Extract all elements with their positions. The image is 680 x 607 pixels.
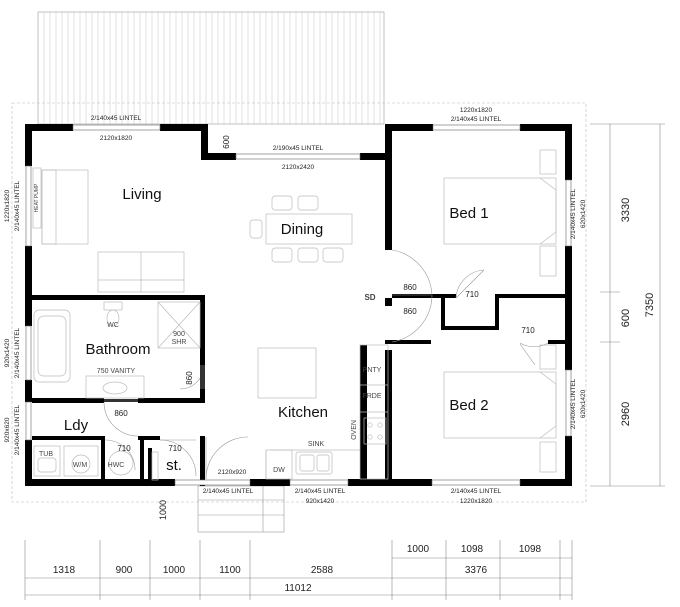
room-label-store: st. — [166, 457, 182, 474]
room-label-laundry: Ldy — [64, 417, 89, 434]
bottom-lintel-mid: 2/140x45 LINTEL — [295, 488, 346, 495]
left-lintel-2: 2/140x45 LINTEL — [14, 327, 21, 378]
room-label-kitchen: Kitchen — [278, 404, 328, 421]
dim-right-overall: 7350 — [644, 293, 656, 317]
bottom-lintel-right: 2/140x45 LINTEL — [451, 488, 502, 495]
right-window-1: 620x1420 — [580, 199, 587, 228]
wc-label: WC — [107, 322, 119, 329]
left-window-1: 1220x1820 — [4, 190, 11, 223]
dishwasher-label: DW — [273, 467, 285, 474]
hot-water-cylinder-label: HWC — [108, 462, 125, 469]
top-window-right: 1220x1820 — [460, 107, 493, 114]
walls — [25, 124, 572, 486]
dim-bottom-1: 1318 — [53, 565, 76, 576]
tub-label: TUB — [39, 451, 53, 458]
top-lintel-left: 2/140x45 LINTEL — [91, 115, 142, 122]
door-860-bath: 860 — [185, 371, 194, 385]
sink-label: SINK — [308, 441, 325, 448]
dim-bottom-6: 3376 — [465, 565, 488, 576]
sliding-door-label: SD — [364, 293, 375, 302]
top-window-left: 2120x1820 — [100, 135, 133, 142]
step-1000: 1000 — [158, 500, 168, 520]
dim-overall-width: 11012 — [284, 583, 312, 594]
bottom-window-right: 1220x1820 — [460, 498, 493, 505]
left-lintel-3: 2/140x45 LINTEL — [14, 404, 21, 455]
dim-upper-3: 1098 — [519, 544, 542, 555]
bottom-door: 2120x920 — [218, 469, 247, 476]
dim-bottom-3: 1000 — [163, 565, 186, 576]
dim-right-3: 2960 — [620, 402, 632, 426]
roof-outline — [11, 102, 587, 503]
door-860-b: 860 — [403, 307, 417, 316]
dim-bottom-2: 900 — [116, 565, 133, 576]
right-lintel-1: 2/140x45 LINTEL — [570, 188, 577, 239]
fridge-label: FRDE — [362, 393, 381, 400]
room-label-bathroom: Bathroom — [85, 341, 150, 358]
shower-label-1: 900 — [173, 331, 185, 338]
room-labels: Living Dining Bed 1 Bed 2 Bathroom Kitch… — [64, 186, 489, 474]
entry-steps — [197, 485, 285, 533]
top-600: 600 — [222, 135, 231, 149]
room-label-dining: Dining — [281, 221, 324, 238]
pantry-label: PNTY — [363, 367, 382, 374]
dim-bottom-5: 2588 — [311, 565, 334, 576]
vanity-label: 750 VANITY — [97, 368, 136, 375]
dim-right-2: 600 — [620, 309, 632, 327]
dim-upper-2: 1098 — [461, 544, 484, 555]
dim-upper-1: 1000 — [407, 544, 430, 555]
door-710-d: 710 — [168, 444, 182, 453]
room-label-living: Living — [122, 186, 161, 203]
deck — [37, 11, 385, 125]
room-label-bed1: Bed 1 — [449, 205, 488, 222]
shower-label-2: SHR — [172, 339, 187, 346]
windows — [25, 124, 572, 486]
oven-label: OVEN — [351, 420, 358, 440]
bottom-lintel-left: 2/140x45 LINTEL — [203, 488, 254, 495]
bottom-window-mid: 920x1420 — [306, 498, 335, 505]
left-window-3: 920x620 — [4, 417, 11, 442]
dim-right-1: 3330 — [620, 198, 632, 222]
top-window-mid: 2120x2420 — [282, 164, 315, 171]
dim-bottom-4: 1100 — [219, 565, 241, 576]
room-label-bed2: Bed 2 — [449, 397, 488, 414]
door-710-b: 710 — [521, 326, 535, 335]
opening-labels: 2/140x45 LINTEL 2120x1820 2/190x45 LINTE… — [4, 107, 587, 520]
left-window-2: 920x1420 — [4, 338, 11, 367]
dimension-lines — [24, 123, 665, 600]
heat-pump-label: HEAT PUMP — [34, 183, 40, 212]
door-860-ldy: 860 — [114, 409, 128, 418]
left-lintel-1: 2/140x45 LINTEL — [14, 180, 21, 231]
furniture — [32, 149, 557, 481]
doors — [103, 249, 549, 480]
right-lintel-2: 2/140x45 LINTEL — [570, 378, 577, 429]
door-710-c: 710 — [117, 444, 131, 453]
door-860-a: 860 — [403, 283, 417, 292]
dimension-labels: 1000 1098 1098 1318 900 1000 1100 2588 3… — [53, 198, 656, 594]
top-lintel-mid: 2/190x45 LINTEL — [273, 145, 324, 152]
door-710-a: 710 — [465, 290, 479, 299]
top-lintel-right: 2/140x45 LINTEL — [451, 116, 502, 123]
right-window-2: 620x1420 — [580, 389, 587, 418]
fixture-labels: WC 900 SHR 750 VANITY TUB W/M HWC PNTY F… — [34, 183, 382, 474]
washing-machine-label: W/M — [73, 462, 88, 469]
